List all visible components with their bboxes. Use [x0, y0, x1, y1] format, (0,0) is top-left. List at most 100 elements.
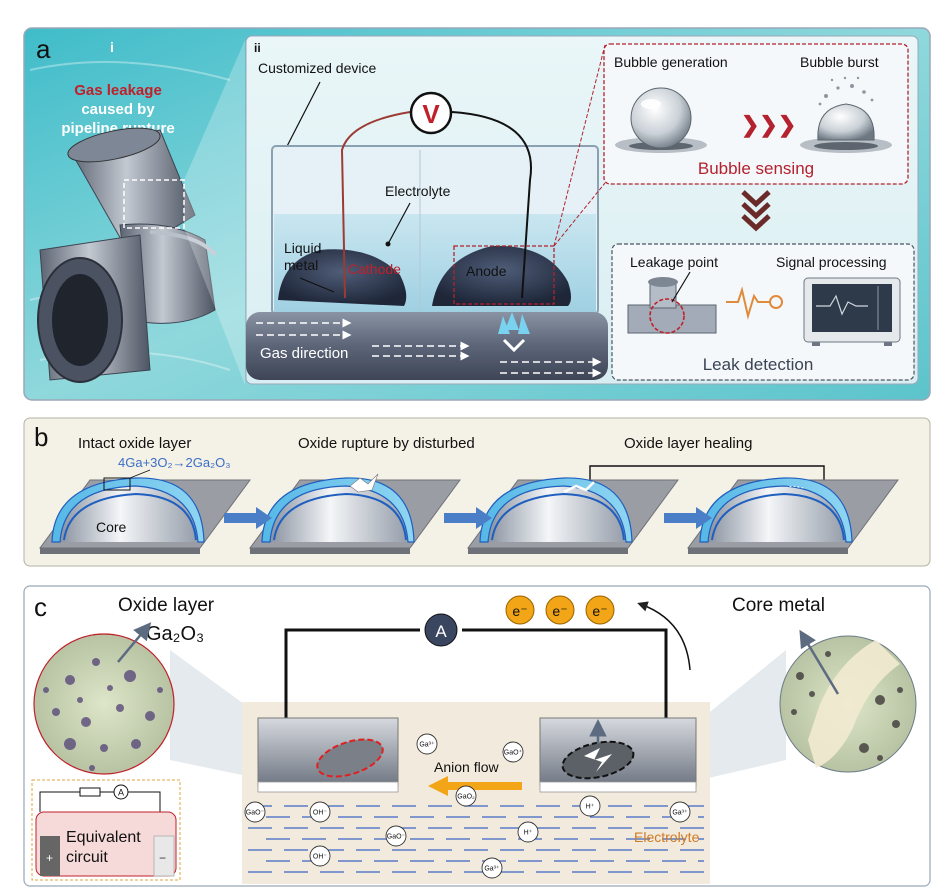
- stage-arrow-1: [224, 507, 272, 529]
- reaction-equation: 4Ga+3O₂→2Ga₂O₃: [118, 455, 231, 470]
- leak-pipe-icon: [627, 271, 717, 334]
- electron-2: [545, 595, 575, 625]
- oxide-stage-2: [249, 473, 461, 554]
- minus-sign: −: [159, 851, 166, 865]
- ion-group: Ga³⁺ GaO⁺ GaO₂ GaO⁻ OH⁻ GaO⁻ H⁺ H⁺ Ga³⁺ OH⁻ Ga³⁺: [244, 733, 691, 879]
- oxide-micrograph: [33, 633, 175, 775]
- electron-flow-arrow: [637, 601, 691, 671]
- electron-label-2: e⁻: [552, 603, 567, 619]
- panel-b-letter: b: [34, 422, 48, 452]
- healing-bracket: [589, 465, 825, 492]
- ion-badge: GaO⁻: [385, 825, 407, 847]
- ion-label: OH⁻: [313, 810, 328, 817]
- bubble-sensing-label: Bubble sensing: [698, 159, 814, 178]
- bubble-generation-image: [615, 87, 707, 153]
- ion-label: H⁺: [524, 830, 533, 837]
- ion-label: GaO⁻: [246, 810, 265, 817]
- plus-sign: +: [46, 851, 53, 865]
- electron-label-3: e⁻: [592, 603, 607, 619]
- electron-group: e⁻ e⁻ e⁻: [505, 595, 615, 625]
- electrolyte-label-c: Electrolyte: [634, 829, 700, 845]
- panel-c: c Oxide layer Ga₂O₃ Core metal: [23, 585, 931, 887]
- core-metal-label: Core metal: [732, 595, 825, 616]
- ion-label: GaO⁺: [504, 750, 523, 757]
- ion-badge: GaO⁺: [502, 741, 524, 763]
- electron-1: [505, 595, 535, 625]
- ammeter-label: A: [435, 622, 447, 641]
- oxide-stage-3: [467, 477, 679, 554]
- gas-title-line1: Gas leakage: [74, 82, 162, 99]
- panel-a: a i Gas leakage caused by pipeline ruptu…: [23, 27, 931, 401]
- ion-label: GaO₂: [457, 794, 475, 801]
- voltmeter: [409, 91, 453, 135]
- panel-a-letter: a: [36, 34, 51, 64]
- zoom-projection: [184, 40, 245, 385]
- left-electrode: [257, 717, 399, 793]
- ga2o3-label: Ga₂O₃: [146, 623, 204, 645]
- oxide-healing-label: Oxide layer healing: [624, 435, 752, 452]
- oxide-stages: [39, 473, 899, 554]
- leak-arrows: [498, 312, 530, 353]
- oxide-rupture-label: Oxide rupture by disturbed: [298, 435, 475, 452]
- gas-direction-label: Gas direction: [260, 345, 348, 362]
- anion-flow-label: Anion flow: [434, 759, 499, 775]
- chevron-down-icon: [741, 190, 771, 232]
- ion-label: H⁺: [586, 804, 595, 811]
- equivalent-label-1: Equivalent: [66, 829, 141, 846]
- ion-badge: OH⁻: [309, 801, 331, 823]
- leakage-point-label: Leakage point: [630, 254, 718, 270]
- chevron-right-icon: ❯❯❯: [741, 112, 796, 138]
- ion-label: GaO⁻: [387, 834, 406, 841]
- bubble-generation-label: Bubble generation: [614, 54, 728, 70]
- gas-flow-arrows: [256, 318, 602, 378]
- ammeter-small-label: A: [118, 788, 124, 798]
- pipe-zoom-box: [123, 179, 185, 229]
- ammeter-small: [113, 784, 129, 800]
- stage-arrow-3: [664, 507, 712, 529]
- oxide-layer-label: Oxide layer: [118, 595, 215, 616]
- leak-detection-label: Leak detection: [703, 355, 814, 374]
- bubble-burst-image: [800, 76, 892, 153]
- ion-label: Ga³⁺: [419, 742, 435, 749]
- ion-badge: GaO₂: [455, 785, 477, 807]
- device-pointer: [281, 81, 321, 157]
- ion-badge: OH⁻: [309, 845, 331, 867]
- external-circuit: [284, 628, 668, 718]
- cathode-label: Cathode: [348, 261, 401, 277]
- ion-badge: Ga³⁺: [481, 857, 503, 879]
- cathode-metal: [278, 249, 407, 306]
- ion-badge: H⁺: [579, 795, 601, 817]
- monitor-icon: [803, 277, 901, 346]
- ion-label: OH⁻: [313, 854, 328, 861]
- oxide-stage-4: [687, 477, 899, 554]
- pipe-illustration: [37, 127, 217, 383]
- ion-badge: H⁺: [517, 821, 539, 843]
- liquid-metal-line1: Liquid: [284, 240, 321, 256]
- ion-badge: Ga³⁺: [669, 801, 691, 823]
- core-label: Core: [96, 519, 127, 535]
- ion-label: Ga³⁺: [484, 866, 500, 873]
- stage-arrows: [224, 507, 712, 529]
- customized-device-label: Customized device: [258, 60, 376, 76]
- anion-flow-arrow: [428, 776, 522, 796]
- electrolyte-label: Electrolyte: [385, 183, 451, 199]
- bubble-burst-label: Bubble burst: [800, 54, 879, 70]
- ammeter: [424, 613, 458, 647]
- anode-wire: [451, 111, 532, 299]
- liquid-metal-line2: metal: [284, 257, 318, 273]
- equivalent-circuit: A Equivalent circuit + −: [31, 779, 181, 881]
- gas-title-line2: caused by: [81, 101, 155, 118]
- waveform-icon: [726, 286, 783, 320]
- signal-processing-label: Signal processing: [776, 254, 887, 270]
- voltmeter-label: V: [422, 99, 440, 129]
- electron-label-1: e⁻: [512, 603, 527, 619]
- cathode-wire: [340, 111, 411, 299]
- anode-highlight-box: [453, 245, 555, 305]
- ion-badge: Ga³⁺: [416, 733, 438, 755]
- core-micrograph: [779, 635, 917, 773]
- ion-label: Ga³⁺: [672, 810, 688, 817]
- panel-a-sub-i: i: [110, 39, 114, 55]
- right-electrode: [539, 717, 697, 793]
- equivalent-label-2: circuit: [66, 849, 108, 866]
- electron-3: [585, 595, 615, 625]
